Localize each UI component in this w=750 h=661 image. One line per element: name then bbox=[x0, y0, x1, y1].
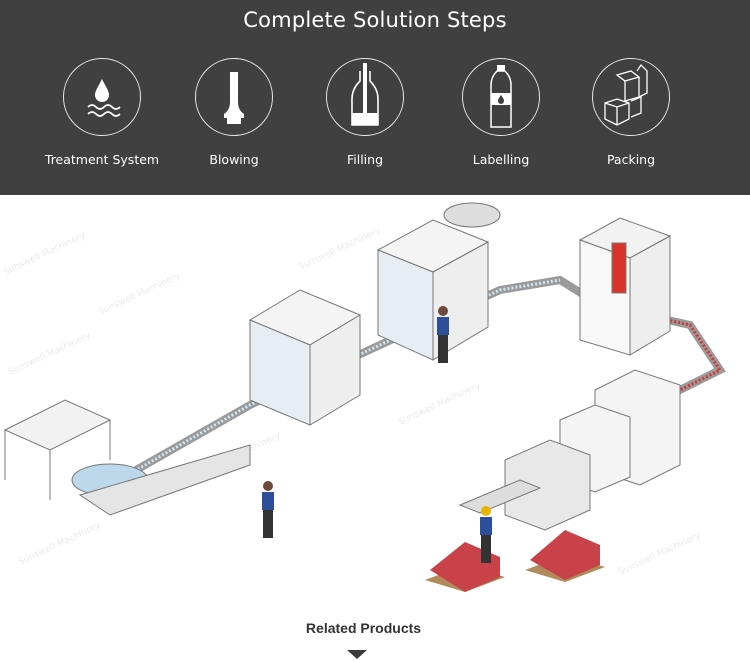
packing-machines bbox=[458, 369, 681, 531]
step-packing: Packing bbox=[571, 58, 691, 167]
watermark: Sunswell Machinery bbox=[2, 231, 88, 278]
labelling-machine bbox=[578, 217, 672, 356]
related-products-heading[interactable]: Related Products bbox=[305, 620, 422, 636]
boxes-icon bbox=[604, 63, 648, 126]
unscrambler-machine bbox=[3, 399, 251, 516]
step-treatment-system: Treatment System bbox=[42, 58, 162, 167]
solution-steps-banner: Complete Solution Steps Treatment System… bbox=[0, 0, 750, 195]
watermark: Sunswell Machinery bbox=[7, 331, 93, 378]
watermark: Sunswell Machinery bbox=[17, 521, 103, 568]
preform-icon bbox=[224, 72, 244, 124]
blowing-machine bbox=[248, 289, 362, 426]
water-drop-icon bbox=[87, 79, 121, 117]
filling-bottle-icon bbox=[351, 63, 379, 126]
step-label: Treatment System bbox=[44, 152, 160, 167]
down-arrow-icon[interactable] bbox=[347, 650, 367, 659]
step-filling: Filling bbox=[305, 58, 425, 167]
watermark: Sunswell Machinery bbox=[617, 531, 703, 578]
step-labelling: Labelling bbox=[441, 58, 561, 167]
watermark: Sunswell Machinery bbox=[97, 271, 183, 318]
banner-title: Complete Solution Steps bbox=[243, 8, 507, 32]
step-label: Filling bbox=[346, 152, 384, 167]
worker-figures bbox=[262, 306, 492, 563]
step-blowing: Blowing bbox=[174, 58, 294, 167]
production-line-illustration: Sunswell Machinery Sunswell Machinery Su… bbox=[2, 202, 726, 592]
step-label: Labelling bbox=[472, 152, 530, 167]
watermark: Sunswell Machinery bbox=[397, 381, 483, 428]
watermark: Sunswell Machinery bbox=[297, 226, 383, 273]
pallets bbox=[425, 530, 605, 592]
step-label: Blowing bbox=[209, 152, 259, 167]
step-label: Packing bbox=[606, 152, 656, 167]
filling-machine bbox=[376, 202, 501, 361]
labelled-bottle-icon bbox=[490, 65, 512, 128]
